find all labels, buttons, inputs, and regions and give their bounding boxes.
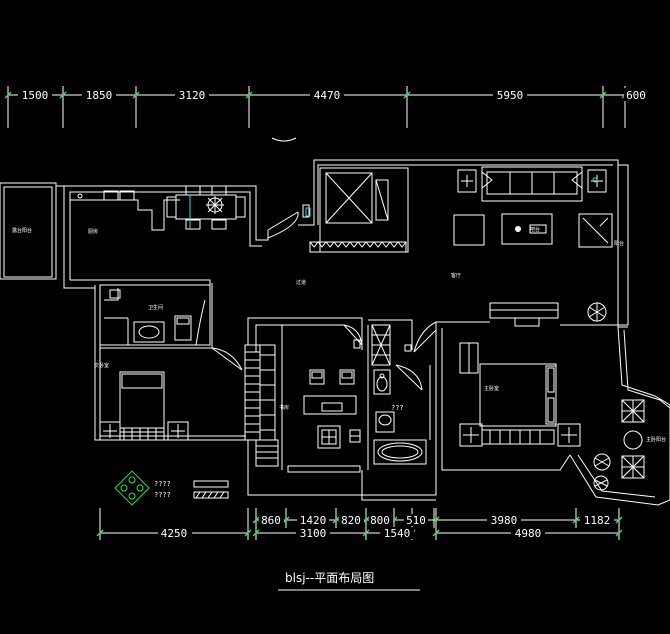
bottom-dim-1182: 1182 [584, 514, 611, 527]
bay-window-furniture [593, 399, 645, 491]
room-label-bay: 主卧阳台 [646, 436, 666, 443]
room-label-bath-left: 卫生间 [148, 304, 163, 311]
drawing-title-text: blsj--平面布局图 [285, 571, 374, 585]
legend-label-1: ???? [154, 480, 171, 488]
legend: ???? ???? [114, 470, 229, 506]
room-label-balcony-left: 露台阳台 [12, 227, 32, 234]
bottom-dim-510: 510 [406, 514, 426, 527]
study-door [343, 324, 363, 349]
dining-table [166, 185, 246, 230]
room-label-counter: 吧台 [530, 226, 540, 233]
potted-plant [587, 302, 607, 322]
bedroom-left-fixtures [99, 360, 189, 441]
bottom-dimension-chain: 860 1420 820 800 510 3980 1182 4250 3100… [96, 508, 623, 540]
kitchen-fixtures [70, 190, 180, 231]
top-dim-1: 1500 [22, 89, 49, 102]
master-bedroom-door [413, 321, 437, 353]
legend-label-2: ???? [154, 491, 171, 499]
wardrobe [244, 344, 279, 467]
north-mark [271, 137, 297, 142]
bath-mark: ??? [391, 404, 404, 412]
bottom-dim-4250: 4250 [161, 527, 188, 540]
bottom-dim-3980: 3980 [491, 514, 518, 527]
bottom-dim-3100: 3100 [300, 527, 327, 540]
top-dim-5: 5950 [497, 89, 524, 102]
top-dimension-chain: 1500 1850 3120 4470 5950 600 [4, 86, 650, 128]
room-label-study: 书房 [279, 404, 289, 411]
cyan-markers [189, 177, 598, 230]
drawing-title: blsj--平面布局图 [278, 571, 420, 591]
bottom-dim-4980: 4980 [515, 527, 542, 540]
bottom-dim-820: 820 [341, 514, 361, 527]
doors-left [211, 347, 243, 371]
top-dim-4: 4470 [314, 89, 341, 102]
room-label-master: 主卧室 [484, 385, 499, 392]
compass-icon [114, 470, 150, 506]
legend-swatch-2 [193, 491, 229, 499]
tv-cabinet [489, 302, 559, 327]
bottom-dim-860: 860 [261, 514, 281, 527]
room-label-kitchen: 厨房 [88, 228, 98, 235]
top-dim-3: 3120 [179, 89, 206, 102]
bottom-dim-1540: 1540 [384, 527, 411, 540]
entrance-door [267, 204, 310, 239]
room-label-balcony-right: 阳台 [614, 240, 624, 247]
study-fixtures [303, 369, 361, 449]
bathroom-right-fixtures [371, 324, 431, 465]
room-label-bedroom-left: 次卧室 [94, 362, 109, 369]
shaft-band [309, 241, 407, 253]
top-dim-6: 600 [626, 89, 646, 102]
room-labels: 露台阳台 厨房 客厅 过道 卫生间 次卧室 书房 主卧室 阳台 主卧阳台 吧台 … [12, 226, 666, 443]
bottom-dim-800: 800 [370, 514, 390, 527]
legend-swatch-1 [193, 480, 229, 488]
room-label-corridor: 过道 [296, 279, 306, 286]
walls [0, 159, 670, 506]
bottom-dim-1420: 1420 [300, 514, 327, 527]
top-dim-2: 1850 [86, 89, 113, 102]
sofa-set [457, 166, 607, 202]
coffee-table [453, 213, 613, 248]
room-label-living: 客厅 [451, 272, 461, 279]
bathroom-left-fixtures [104, 288, 206, 346]
master-bedroom-fixtures [459, 342, 581, 447]
